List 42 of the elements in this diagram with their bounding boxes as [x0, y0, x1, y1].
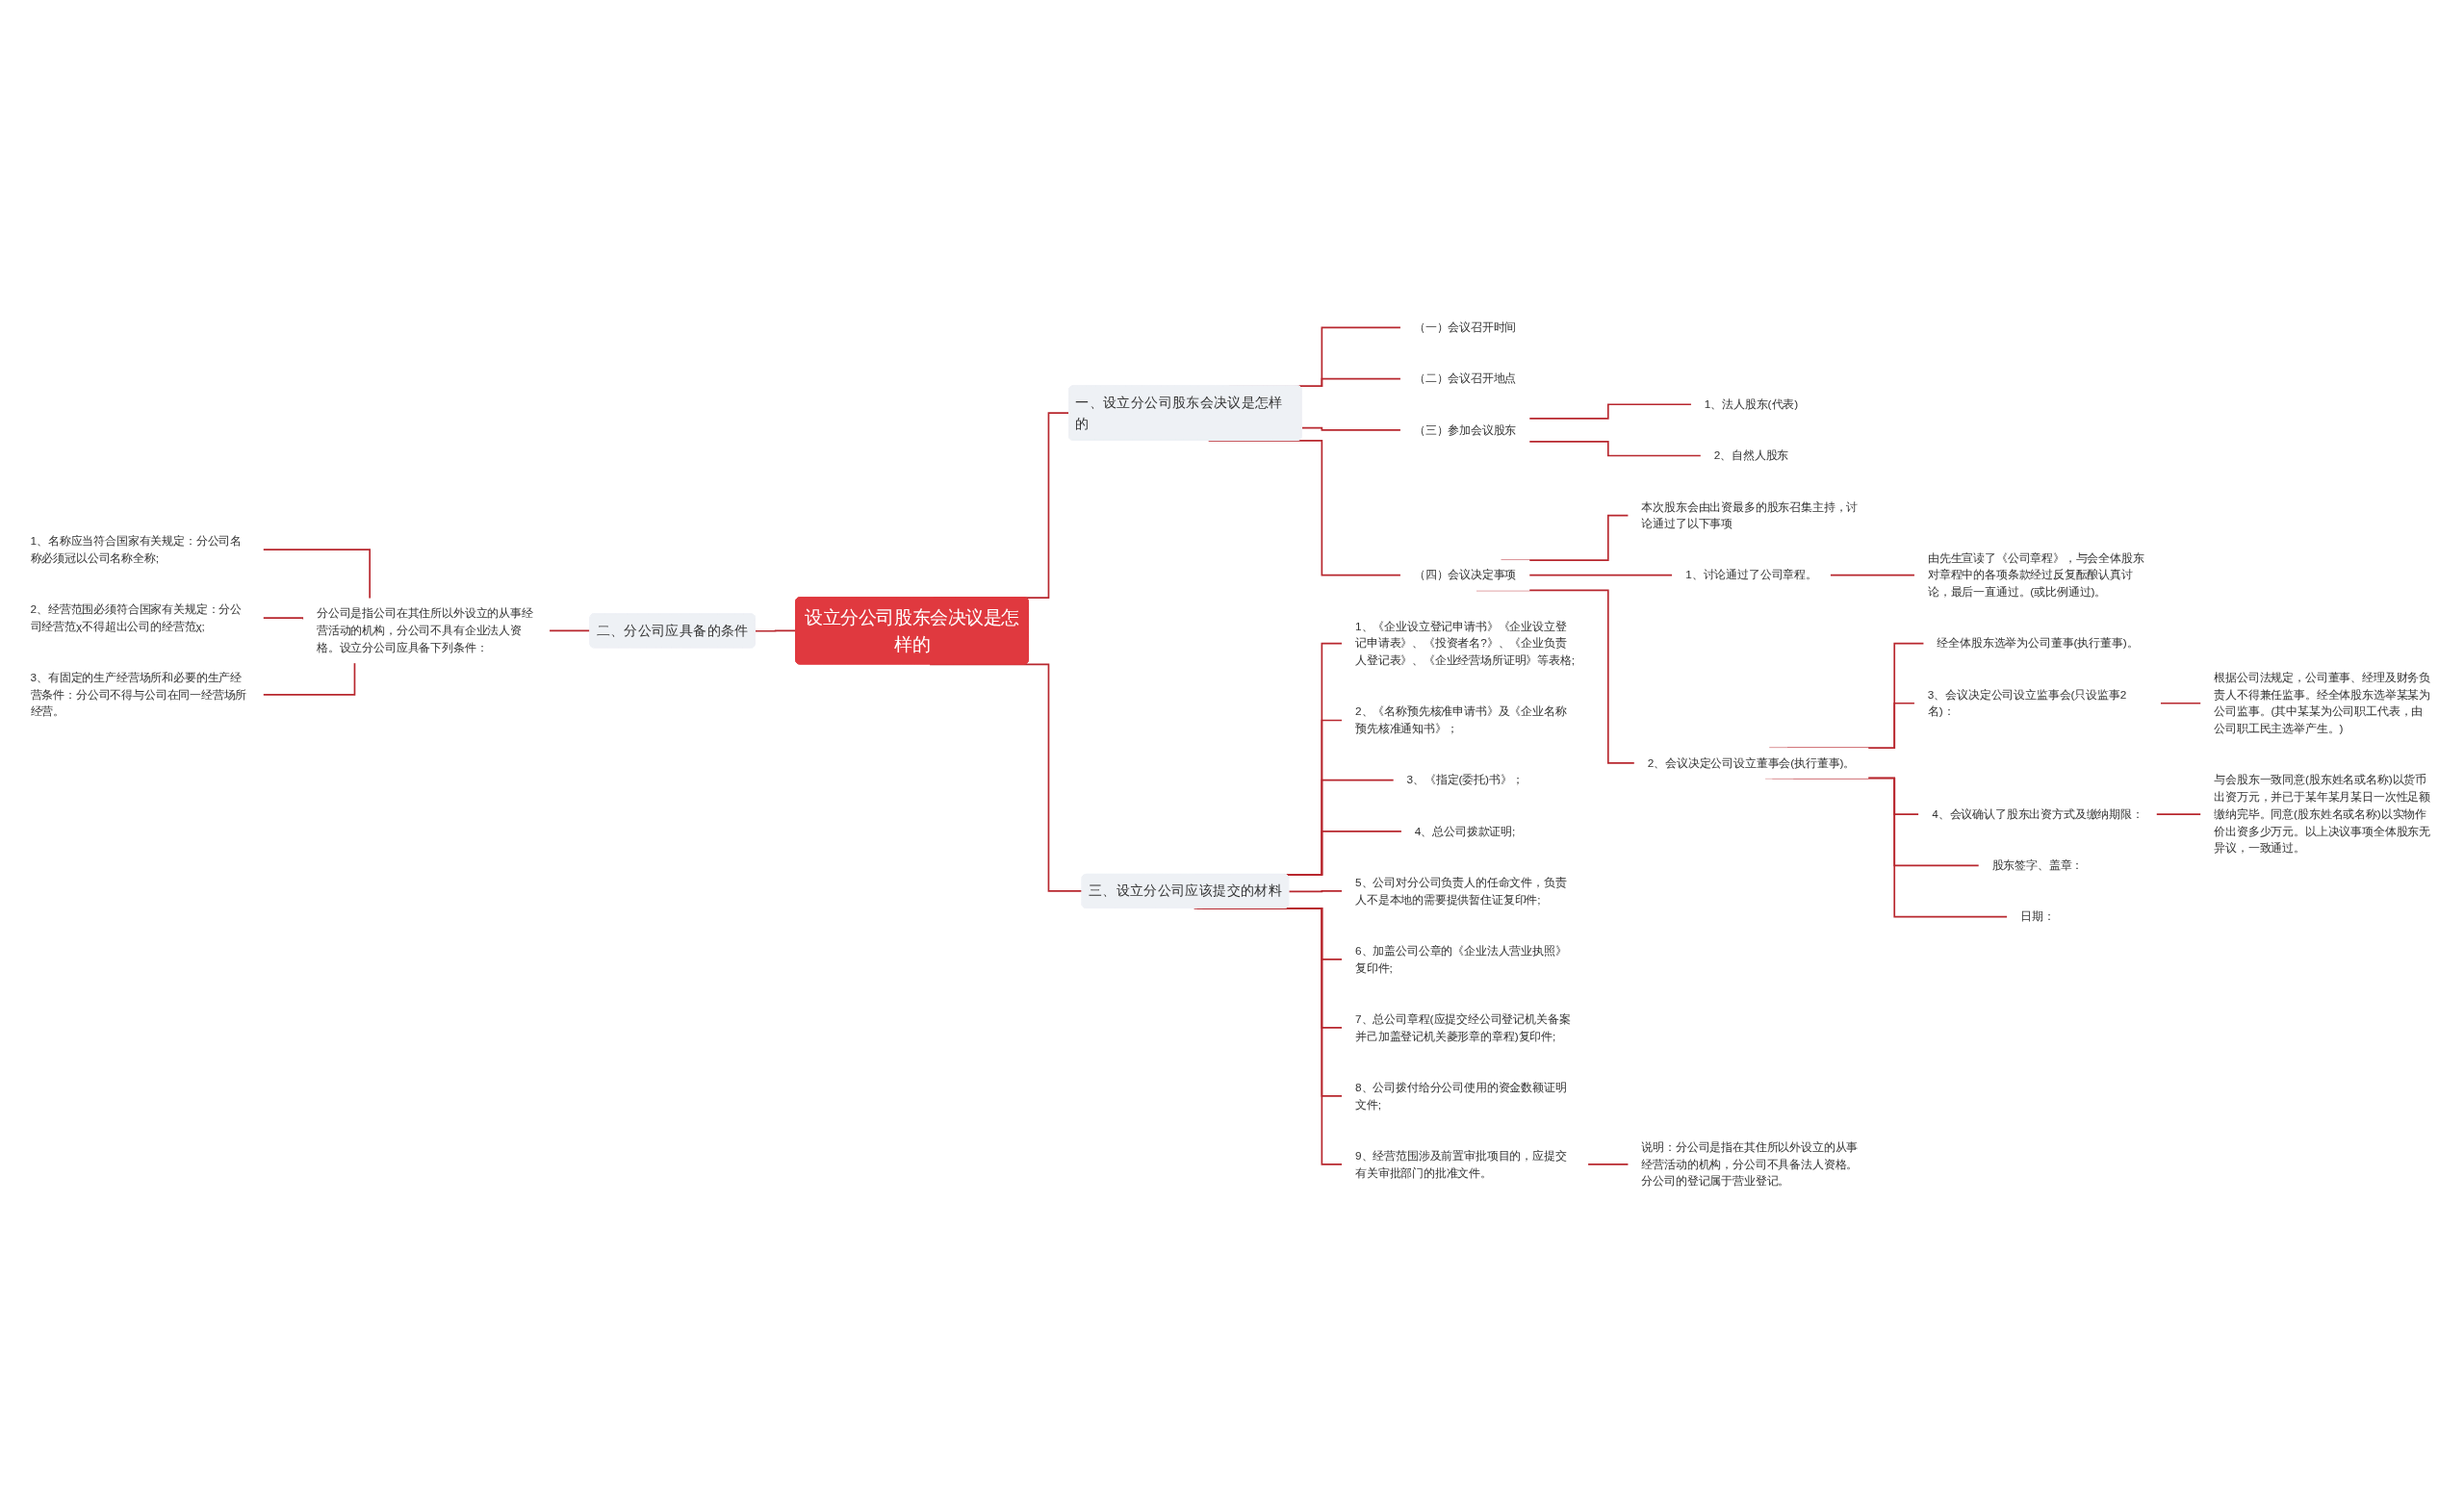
connector [755, 629, 797, 632]
connector [2159, 702, 2202, 704]
node-text: 1、法人股东(代表) [1704, 397, 1799, 411]
connector [2155, 813, 2202, 815]
connector [1586, 1164, 1630, 1165]
node-text: 4、会议确认了股东出资方式及缴纳期限： [1932, 806, 2143, 821]
node-text: （一）会议召开时间 [1413, 320, 1517, 334]
connector [1528, 574, 1674, 576]
node-text: 2、自然人股东 [1713, 448, 1789, 462]
node-text: 说明：分公司是指在其住所以外设立的从事经营活动的机构，分公司不具备法人资格。分公司的登记属于营业登记。 [1641, 1139, 1859, 1188]
node-text: 日期： [2020, 909, 2055, 923]
node-text: 与会股东一致同意(股东姓名或名称)以货币出资万元，并已于某年某月某日一次性足额缴纳完毕。同意(股东姓名或名称)以实物作价出资多少万元。以上决议事项全体股东无异议，一致通过。 [2214, 773, 2431, 855]
node-text: 5、公司对分公司负责人的任命文件，负责人不是本地的需要提供暂住证复印件; [1355, 875, 1567, 907]
node-text: 1、《企业设立登记申请书》《企业设立登记申请表》、《投资者名?》、《企业负责人登记表》、《企业经营场所证明》等表格; [1355, 619, 1576, 667]
node-text: 8、公司拨付给分公司使用的资金数额证明文件; [1355, 1080, 1567, 1112]
node-text: 3、有固定的生产经营场所和必要的生产经营条件：分公司不得与公司在同一经营场所经营。 [30, 670, 247, 718]
node-text: 4、总公司拨款证明; [1414, 824, 1516, 838]
node-text: 3、会议决定公司设立监事会(只设监事2名)： [1927, 687, 2127, 718]
node-text: 本次股东会由出资最多的股东召集主持，讨论通过了以下事项 [1641, 499, 1859, 530]
node-text: 经全体股东选举为公司董事(执行董事)。 [1937, 636, 2139, 650]
connector [1528, 403, 1693, 420]
connector [262, 617, 305, 621]
node-text: 7、总公司章程(应提交经公司登记机关备案并己加盖登记机关菱形章的章程)复印件; [1355, 1011, 1571, 1043]
node-text: 6、加盖公司公章的《企业法人营业执照》复印件; [1355, 943, 1567, 975]
connector [262, 549, 371, 600]
node-text: （二）会议召开地点 [1413, 371, 1517, 385]
node-text: 2、《名称预先核准申请书》及《企业名称预先核准通知书》； [1355, 704, 1567, 735]
node-text: 3、《指定(委托)书》； [1406, 773, 1524, 786]
connector [1528, 440, 1703, 457]
connector [1300, 426, 1402, 431]
node-text: （三）参加会议股东 [1413, 422, 1517, 437]
node-text: 股东签字、盖章： [1991, 858, 2084, 872]
node-text: 由先生宣读了《公司章程》，与会全体股东对章程中的各项条款经过反复酝酿认真讨论，最后一直通过。(或比例通过)。 [1927, 550, 2144, 599]
node-text: 9、经营范围涉及前置审批项目的，应提交有关审批部门的批准文件。 [1355, 1148, 1567, 1180]
node-text: 分公司是指公司在其住所以外设立的从事经营活动的机构，分公司不具有企业法人资格。设立分公司应具备下列条件： [316, 606, 533, 654]
connector [1829, 574, 1916, 576]
connector [1288, 890, 1344, 893]
node-text: 1、名称应当符合国家有关规定：分公司名称必须冠以公司名称全称; [30, 534, 243, 565]
connector [262, 661, 356, 696]
node-text: 2、经营范围必须符合国家有关规定：分公司经营范χ不得超出公司的经营范χ; [30, 601, 243, 633]
node-text: 1、讨论通过了公司章程。 [1685, 568, 1817, 582]
node-text: 根据公司法规定，公司董事、经理及财务负责人不得兼任监事。经全体股东选举某某为公司监事。(其中某某为公司职工代表，由公司职工民主选举产生。) [2214, 670, 2431, 735]
